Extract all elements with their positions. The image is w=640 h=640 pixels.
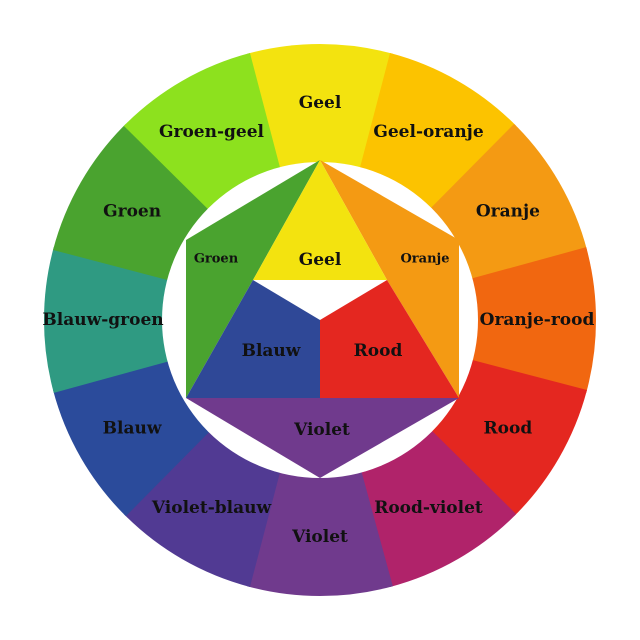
ring-segment-label: Blauw-groen — [42, 310, 163, 330]
ring-segment-label: Oranje — [476, 202, 540, 222]
ring-segment-label: Oranje-rood — [480, 310, 595, 330]
ring-segment-label: Geel-oranje — [373, 122, 483, 142]
secondary-violet-shape — [186, 398, 459, 478]
secondary-violet-label: Violet — [293, 420, 350, 440]
primary-blue-label: Blauw — [242, 341, 301, 361]
primary-red-shape — [320, 280, 459, 398]
secondary-green-label: Groen — [194, 252, 239, 267]
primary-yellow-shape — [253, 160, 387, 280]
secondary-orange-shape — [320, 160, 459, 398]
ring-segment-label: Groen — [103, 202, 161, 222]
ring-segment-label: Groen-geel — [159, 122, 265, 142]
ring-segment-label: Geel — [299, 93, 342, 113]
secondary-orange-label: Oranje — [400, 252, 449, 267]
ring-segment-label: Blauw — [103, 419, 162, 439]
primary-blue-shape — [186, 280, 320, 398]
ring-segment-label: Violet-blauw — [151, 498, 272, 518]
primary-red-label: Rood — [354, 341, 403, 361]
ring-segment-label: Rood-violet — [374, 498, 483, 518]
ring-segment-label: Violet — [291, 527, 348, 547]
secondary-green-shape — [186, 160, 320, 398]
outer-ring-labels: GeelGeel-oranjeOranjeOranje-roodRoodRood… — [42, 93, 594, 547]
ring-segment-label: Rood — [484, 419, 533, 439]
primary-yellow-label: Geel — [299, 250, 342, 270]
